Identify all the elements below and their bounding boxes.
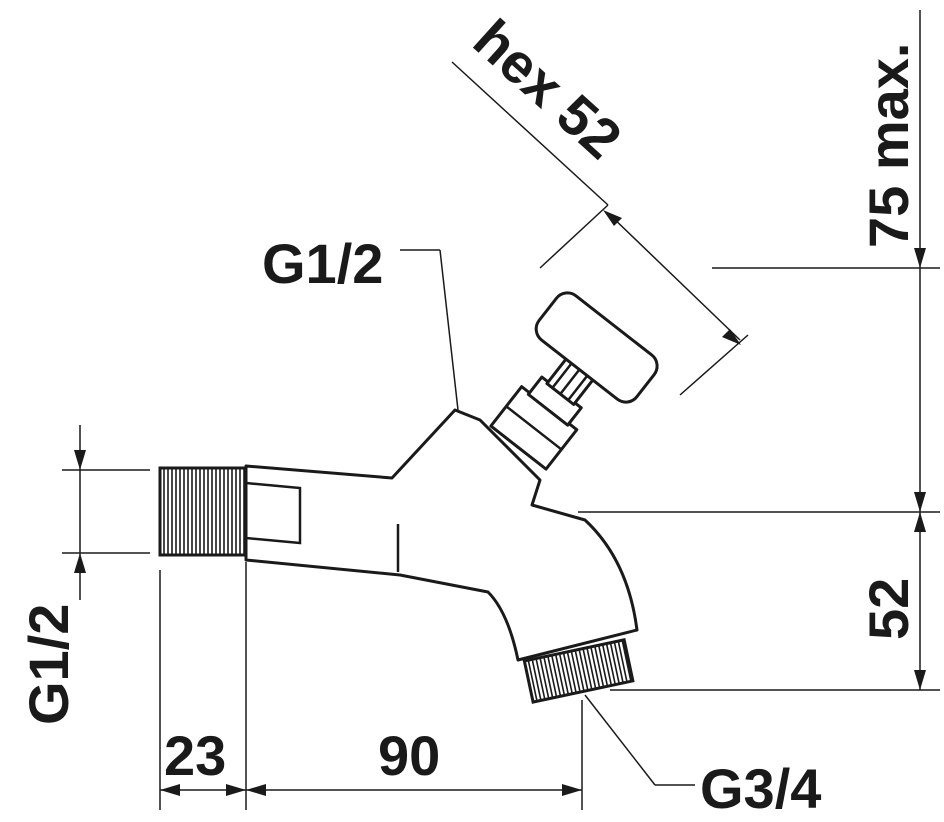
inlet-thread-label: G1/2	[17, 604, 80, 725]
handle	[534, 291, 659, 404]
thread-line	[566, 651, 577, 694]
thread-line	[574, 650, 585, 692]
thread-line	[582, 648, 593, 690]
thread-line	[609, 642, 620, 684]
thread-line	[590, 646, 601, 689]
thread-line	[527, 659, 538, 702]
thread-line	[617, 640, 628, 683]
thread-line	[621, 640, 632, 682]
hex-label: hex 52	[462, 7, 634, 170]
thread-line	[535, 658, 546, 700]
body-length-label: 90	[378, 724, 440, 787]
thread-line	[539, 657, 550, 699]
dimension-lines	[62, 10, 940, 810]
outlet-thread	[522, 638, 635, 704]
thread-line	[531, 659, 542, 701]
thread-line	[578, 649, 589, 691]
inlet-thread	[158, 466, 248, 557]
height-label: 52	[857, 578, 920, 640]
thread-line	[605, 643, 617, 685]
valve-body	[244, 408, 639, 662]
top-thread-label: G1/2	[262, 232, 383, 295]
thread-line	[586, 647, 597, 689]
body-recess	[245, 481, 302, 545]
thread-line	[558, 653, 570, 695]
thread-line	[543, 656, 554, 699]
thread-line	[547, 655, 558, 698]
thread-line	[594, 645, 605, 688]
thread-line	[562, 652, 574, 694]
thread-line	[554, 654, 566, 696]
thread-line	[613, 641, 624, 684]
thread-line	[570, 650, 581, 693]
inlet-length-label: 23	[164, 724, 226, 787]
thread-line	[601, 644, 613, 686]
outlet-thread-label: G3/4	[700, 757, 821, 820]
thread-line	[597, 645, 609, 687]
thread-line	[550, 655, 562, 697]
spout-body	[244, 408, 639, 662]
stem-assembly	[489, 291, 659, 471]
max-height-label: 75 max.	[857, 43, 920, 249]
